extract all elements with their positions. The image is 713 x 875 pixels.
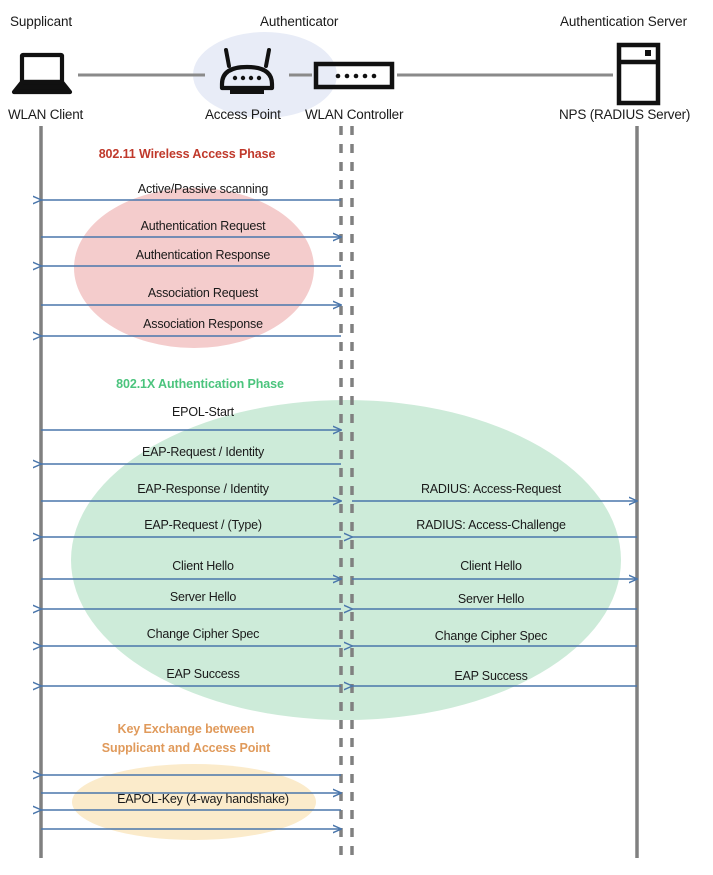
message-left-label: Change Cipher Spec	[146, 627, 260, 641]
server-icon	[616, 42, 661, 106]
phase-ellipse-dot1x-auth	[71, 400, 621, 720]
role-title-supplicant: Supplicant	[10, 14, 73, 29]
message-right-label: EAP Success	[454, 669, 528, 683]
phase-caption-key-exchange-line2: Supplicant and Access Point	[101, 741, 271, 755]
phase-caption-key-exchange-line1: Key Exchange between	[117, 722, 255, 736]
message-left-label: EPOL-Start	[172, 405, 234, 419]
message-arrows-left	[41, 200, 341, 829]
message-left-label: EAP-Response / Identity	[137, 482, 269, 496]
message-left-label: EAP-Request / Identity	[141, 445, 265, 459]
message-left-label: Client Hello	[172, 559, 234, 573]
authenticator-group-ellipse	[193, 32, 337, 118]
phase-caption-wireless-access: 802.11 Wireless Access Phase	[98, 147, 276, 161]
phase-ellipse-wireless-access	[74, 188, 314, 348]
message-arrows-right	[352, 501, 637, 686]
message-left-label: EAP-Request / (Type)	[144, 518, 262, 532]
device-label-nps-radius: NPS (RADIUS Server)	[559, 107, 691, 122]
message-left-label: Association Response	[143, 317, 263, 331]
device-label-access-point: Access Point	[205, 107, 281, 122]
role-title-authenticator: Authenticator	[260, 14, 339, 29]
message-left-label: EAP Success	[166, 667, 240, 681]
message-left-label: Association Request	[147, 286, 259, 300]
message-right-label: RADIUS: Access-Request	[420, 482, 562, 496]
message-left-label: Active/Passive scanning	[137, 182, 269, 196]
message-right-label: Client Hello	[460, 559, 522, 573]
laptop-icon	[11, 52, 73, 95]
message-left-label: Authentication Response	[135, 248, 271, 262]
phase-caption-dot1x-auth: 802.1X Authentication Phase	[116, 377, 284, 391]
message-right-label: Change Cipher Spec	[434, 629, 548, 643]
message-left-label: EAPOL-Key (4-way handshake)	[117, 792, 289, 806]
access-point-icon	[219, 48, 275, 94]
wlan-controller-icon	[313, 61, 395, 90]
device-label-wlan-controller: WLAN Controller	[305, 107, 404, 122]
phase-ellipse-key-exchange	[72, 764, 316, 840]
message-left-label: Authentication Request	[140, 219, 266, 233]
device-label-wlan-client: WLAN Client	[8, 107, 84, 122]
message-right-label: Server Hello	[457, 592, 525, 606]
message-left-label: Server Hello	[169, 590, 237, 604]
message-right-label: RADIUS: Access-Challenge	[416, 518, 566, 532]
role-title-auth-server: Authentication Server	[560, 14, 687, 29]
